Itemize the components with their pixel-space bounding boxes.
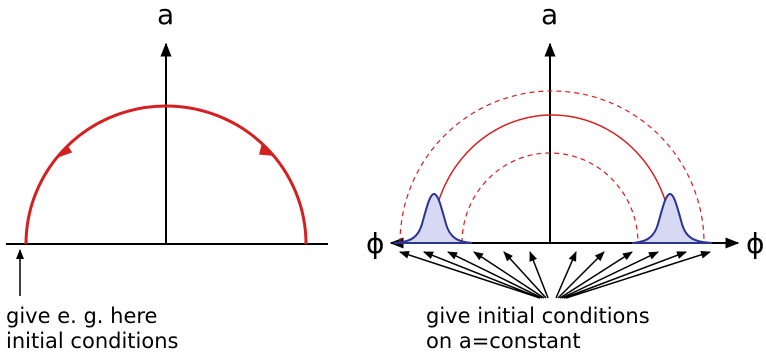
right-distribution-right	[631, 192, 713, 244]
pointer-arrow-5	[503, 251, 547, 299]
pointer-arrow-2	[423, 251, 541, 299]
left-trajectory-arrow-left	[58, 144, 73, 158]
left-trajectory-arrow-right	[259, 144, 275, 156]
left-caption-line2: initial conditions	[6, 329, 178, 353]
pointer-arrow-7	[555, 251, 577, 299]
right-y-axis-label: a	[541, 0, 558, 31]
pointer-arrow-9	[559, 251, 633, 299]
pointer-arrow-3	[447, 251, 543, 299]
left-panel: a give e. g. here initial conditions	[6, 0, 328, 353]
left-y-axis-label: a	[157, 0, 174, 31]
left-trajectory	[24, 104, 308, 245]
pointer-arrow-6	[529, 251, 549, 299]
pointer-arrow-1	[399, 251, 541, 299]
pointer-arrow-8	[557, 251, 605, 299]
right-x-axis-label-left: ϕ	[366, 227, 384, 260]
right-panel: a ϕ ϕ give initial conditions o	[366, 0, 764, 353]
right-caption-line1: give initial conditions	[426, 304, 650, 328]
right-x-axis-label-right: ϕ	[746, 227, 764, 260]
left-caption-line1: give e. g. here	[6, 304, 157, 328]
right-distribution-left	[393, 192, 473, 244]
right-solid-orbit	[431, 114, 673, 244]
pointer-arrow-12	[565, 250, 711, 299]
pointer-arrow-10	[561, 251, 659, 299]
right-inner-dashed-orbit	[461, 152, 639, 244]
right-outer-dashed-orbit	[399, 90, 705, 244]
right-pointer-arrows	[399, 250, 711, 299]
pointer-arrow-11	[563, 251, 687, 299]
right-caption-line2: on a=constant	[426, 329, 581, 353]
pointer-arrow-4	[473, 251, 545, 299]
